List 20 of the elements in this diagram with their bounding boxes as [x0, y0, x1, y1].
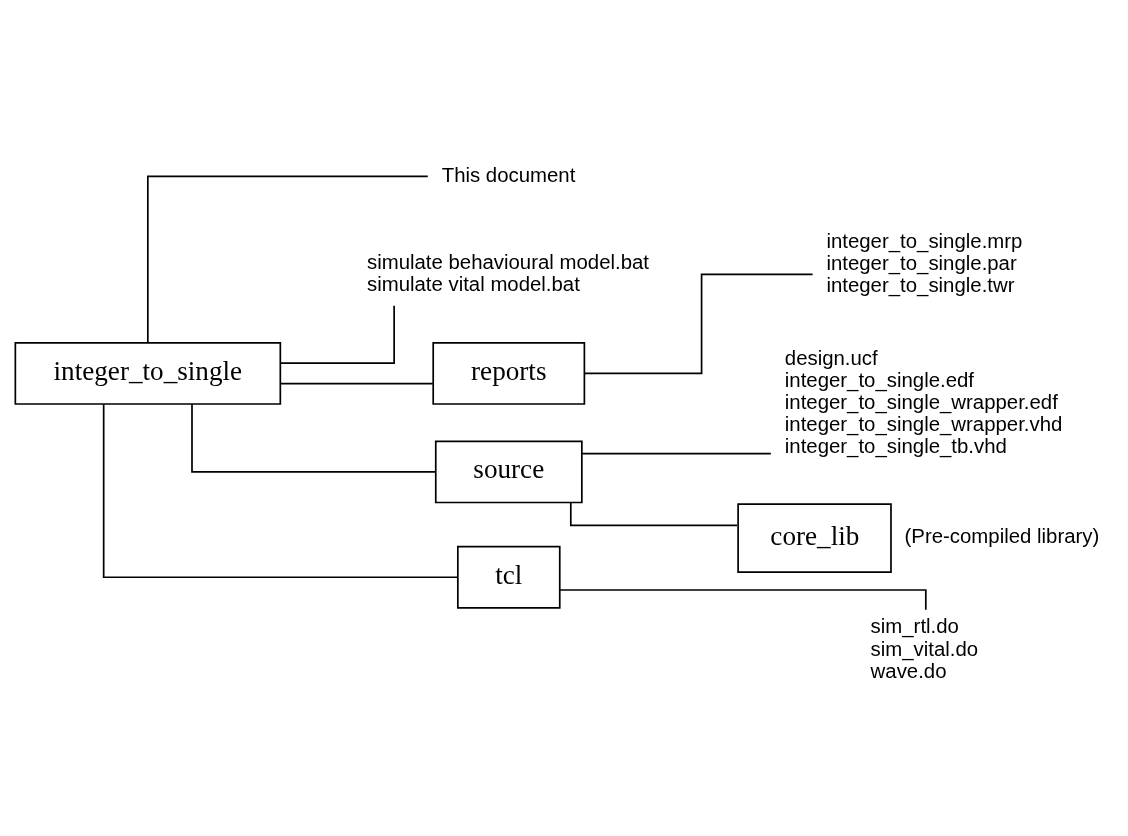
node-box: reports — [432, 342, 586, 405]
node-text: simulate behavioural model.bat simulate vital model.bat — [366, 251, 649, 296]
node-box: tcl — [457, 545, 561, 609]
connector — [279, 304, 395, 365]
connector — [191, 403, 437, 473]
connector — [279, 382, 434, 385]
node-text: design.ucf integer_to_single.edf integer_to_single_wrapper.edf integer_to_single_wrapper.vhd integer_to_single_tb.vhd — [784, 347, 1063, 458]
node-label: (Pre-compiled library) — [904, 525, 1100, 548]
connector — [581, 452, 772, 455]
node-box: integer_to_single — [14, 342, 282, 405]
node-text: integer_to_single.mrp integer_to_single.par integer_to_single.twr — [826, 229, 1023, 297]
connector — [569, 502, 738, 527]
connector — [559, 589, 927, 611]
connector — [147, 175, 429, 344]
node-text: This document — [441, 163, 576, 186]
node-text: sim_rtl.do sim_vital.do wave.do — [870, 615, 979, 682]
connector — [102, 403, 459, 579]
connector — [583, 273, 814, 375]
node-box: source — [434, 440, 583, 504]
node-box: core_lib — [737, 503, 892, 573]
